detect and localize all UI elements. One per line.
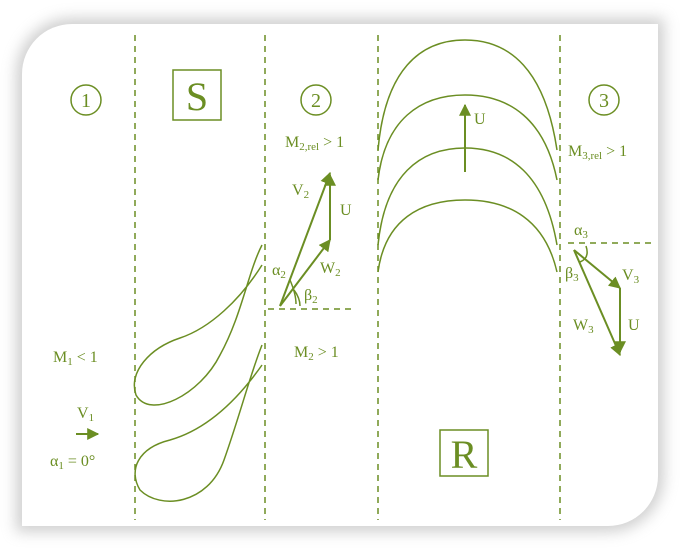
station-1-circle <box>70 84 102 116</box>
alpha3-arc <box>579 245 588 263</box>
stator-exit-mach-label: M2 > 1 <box>294 344 339 363</box>
rotor-blade-4 <box>377 199 558 273</box>
w2-label: W2 <box>320 260 341 279</box>
alpha2-label: α2 <box>272 262 286 281</box>
v3-label: V3 <box>622 267 640 286</box>
rotor-blade-2 <box>377 94 558 181</box>
rotor-blade-1 <box>377 39 558 151</box>
diagram-card <box>22 24 658 526</box>
rotor-label: R <box>451 432 478 477</box>
alpha2-arc <box>289 279 297 305</box>
u3-label: U <box>628 317 640 334</box>
v2-label: V2 <box>292 182 309 201</box>
rotor-exit-mach-rel-label: M3,rel > 1 <box>568 143 627 162</box>
beta2-label: β2 <box>304 287 318 306</box>
inlet-velocity-label: V1 <box>77 405 94 424</box>
stator-blade-upper <box>133 244 263 406</box>
rotor-blade-3 <box>377 147 558 246</box>
rotor-u-label: U <box>474 111 486 128</box>
stator-exit-mach-rel-label: M2,rel > 1 <box>285 134 344 153</box>
inlet-angle-label: α1 = 0° <box>50 453 95 472</box>
rotor-box <box>439 429 489 477</box>
stator-blade-lower <box>134 344 263 502</box>
alpha3-label: α3 <box>574 222 588 241</box>
station-3-circle <box>588 84 620 116</box>
w3-label: W3 <box>573 317 594 336</box>
w2-arrow <box>279 239 331 307</box>
inlet-mach-label: M1 < 1 <box>53 349 98 368</box>
station-3-label: 3 <box>599 90 609 112</box>
stator-label: S <box>186 74 208 119</box>
v3-arrow <box>573 249 621 289</box>
station-2-circle <box>300 84 332 116</box>
v2-arrow <box>279 171 332 307</box>
stator-box <box>172 69 222 121</box>
station-2-label: 2 <box>311 90 321 112</box>
w3-arrow <box>573 249 622 357</box>
beta2-arc <box>293 289 301 307</box>
u2-label: U <box>340 202 352 219</box>
station-1-label: 1 <box>81 90 91 112</box>
beta3-label: β3 <box>565 265 579 284</box>
